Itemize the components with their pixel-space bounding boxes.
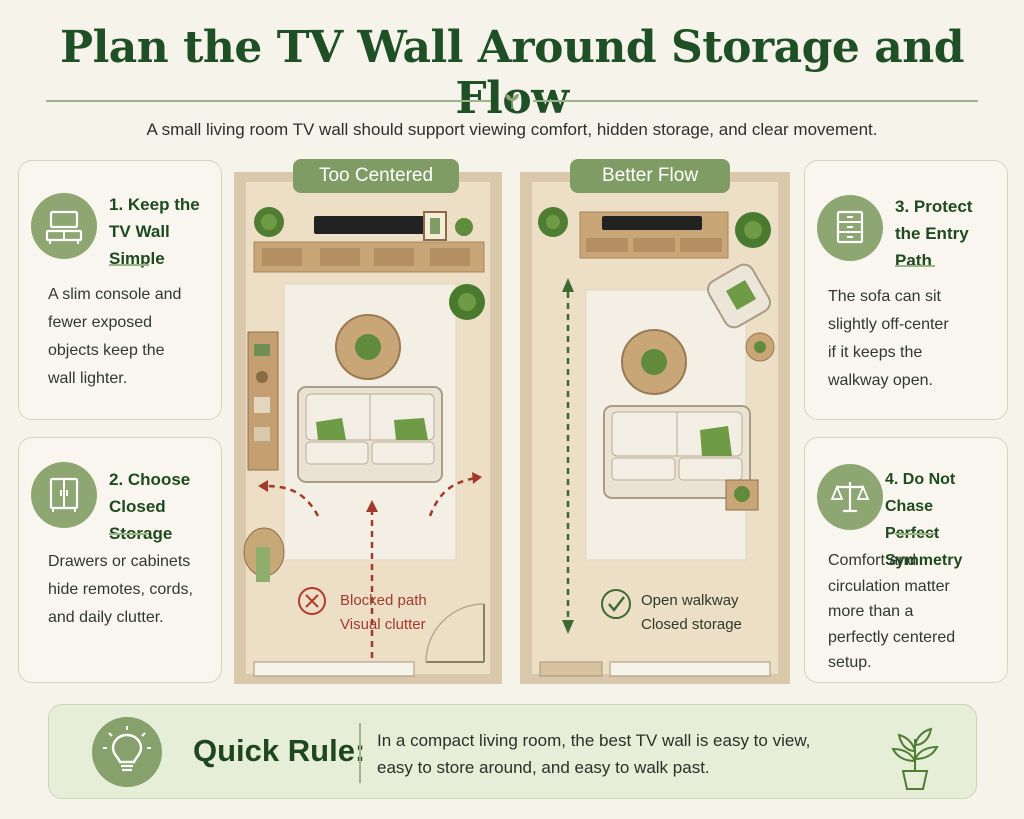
subtitle: A small living room TV wall should suppo… bbox=[146, 120, 878, 139]
quick-rule-separator bbox=[359, 723, 361, 783]
potted-plant-icon bbox=[891, 727, 939, 790]
cabinet-icon bbox=[31, 462, 97, 528]
title-rule-left bbox=[46, 100, 491, 102]
drawer-icon bbox=[817, 195, 883, 261]
floor-plan-too-centered bbox=[234, 172, 502, 684]
quick-rule-label: Quick Rule: bbox=[193, 733, 366, 768]
quick-rule-text: In a compact living room, the best TV wa… bbox=[377, 731, 811, 777]
sprig-icon bbox=[505, 94, 519, 109]
floor-plan-better-flow bbox=[520, 172, 790, 684]
lightbulb-icon bbox=[92, 717, 162, 787]
quick-rule-banner: Quick Rule: In a compact living room, th… bbox=[48, 704, 977, 799]
balance-scale-icon bbox=[817, 464, 883, 530]
card-3-divider bbox=[895, 265, 935, 267]
badge-better-flow: Better Flow bbox=[570, 159, 730, 193]
badge-too-centered: Too Centered bbox=[293, 159, 459, 193]
card-4-divider bbox=[895, 533, 935, 535]
card-1-divider bbox=[109, 264, 149, 266]
title-rule-right bbox=[533, 100, 978, 102]
card-2-divider bbox=[109, 533, 149, 535]
tv-console-icon bbox=[31, 193, 97, 259]
